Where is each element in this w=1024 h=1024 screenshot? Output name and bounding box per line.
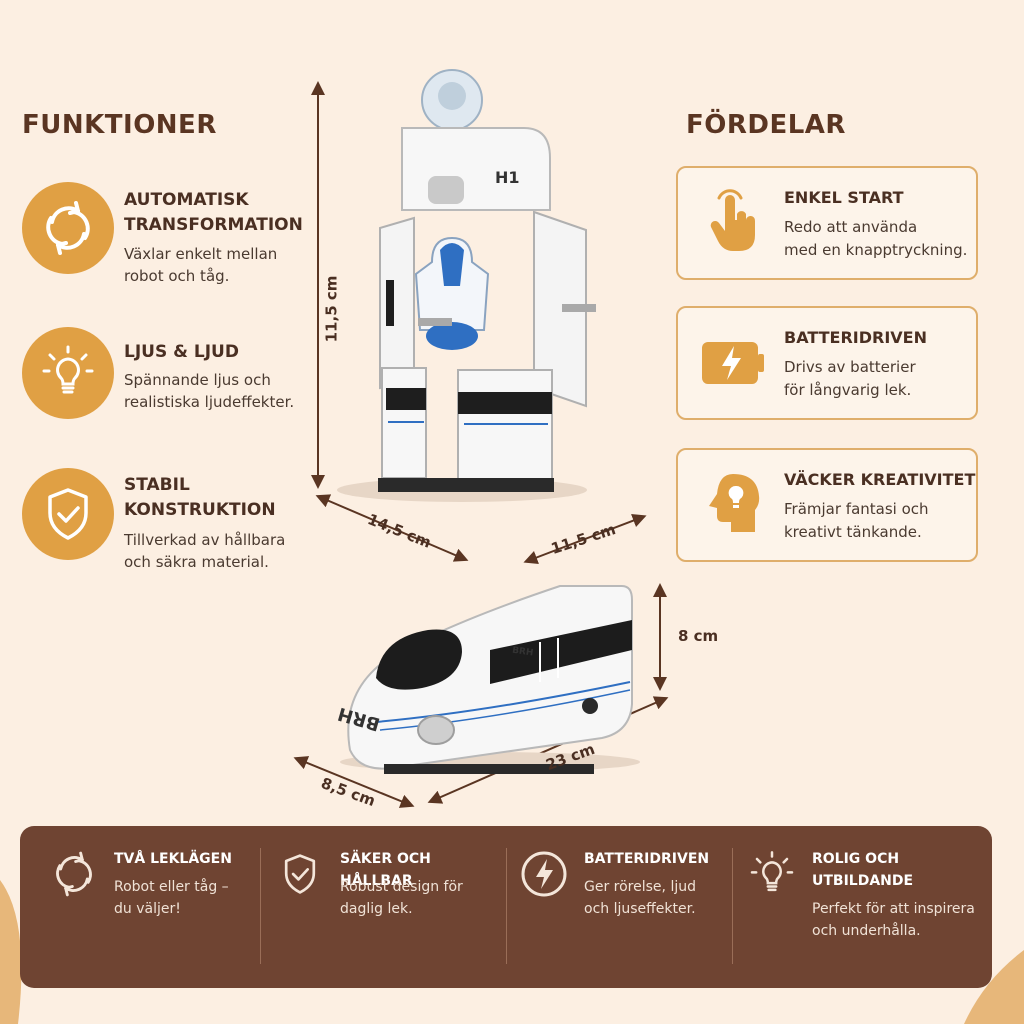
train-side-marking: BRH xyxy=(511,646,534,659)
robot-height-label: 11,5 cm xyxy=(322,275,341,343)
feature-title-light-sound: LJUS & LJUD xyxy=(124,342,239,362)
lightbulb-icon xyxy=(42,345,94,394)
benefit-title: ENKEL START xyxy=(784,188,904,207)
feature-icon-circle xyxy=(22,182,114,274)
funktioner-title: FUNKTIONER xyxy=(22,110,217,140)
band-item-title: TVÅ LEKLÄGEN xyxy=(114,851,232,867)
lightbulb-icon xyxy=(750,851,794,892)
lightning-icon xyxy=(521,851,567,897)
shield-check-icon xyxy=(284,854,316,894)
shield-check-icon xyxy=(48,488,88,540)
cycle-arrows-icon xyxy=(46,201,90,255)
decorative-wave-left xyxy=(0,880,22,1024)
hand-pointer-icon xyxy=(710,189,756,251)
decorative-wave-right xyxy=(964,950,1024,1024)
train-toy: BRH BRH xyxy=(336,585,640,774)
fordelar-title: FÖRDELAR xyxy=(686,110,846,140)
band-item-text: Robot eller tåg –du väljer! xyxy=(114,879,229,917)
feature-icon-circle xyxy=(22,468,114,560)
robot-marking: H1 xyxy=(495,168,520,187)
train-height-label: 8 cm xyxy=(678,627,719,645)
cycle-arrows-icon xyxy=(56,851,92,897)
robot-width-line xyxy=(315,494,469,562)
battery-icon xyxy=(702,342,764,384)
benefit-title: VÄCKER KREATIVITET xyxy=(784,470,976,489)
product-illustration: H1 BRH BRH xyxy=(293,69,669,808)
band-divider xyxy=(260,848,261,964)
bottom-feature-band: TVÅ LEKLÄGEN Robot eller tåg –du väljer!… xyxy=(20,826,992,988)
benefit-title: BATTERIDRIVEN xyxy=(784,328,927,347)
band-item-title: SÄKER OCH HÅLLBAR xyxy=(340,851,431,889)
robot-toy: H1 xyxy=(337,69,596,502)
feature-icon-circle xyxy=(22,327,114,419)
band-divider xyxy=(732,848,733,964)
head-lightbulb-icon xyxy=(709,474,760,532)
band-item-title: BATTERIDRIVEN xyxy=(584,851,710,867)
robot-depth-line xyxy=(523,513,647,565)
train-width-line xyxy=(293,756,415,808)
band-divider xyxy=(506,848,507,964)
